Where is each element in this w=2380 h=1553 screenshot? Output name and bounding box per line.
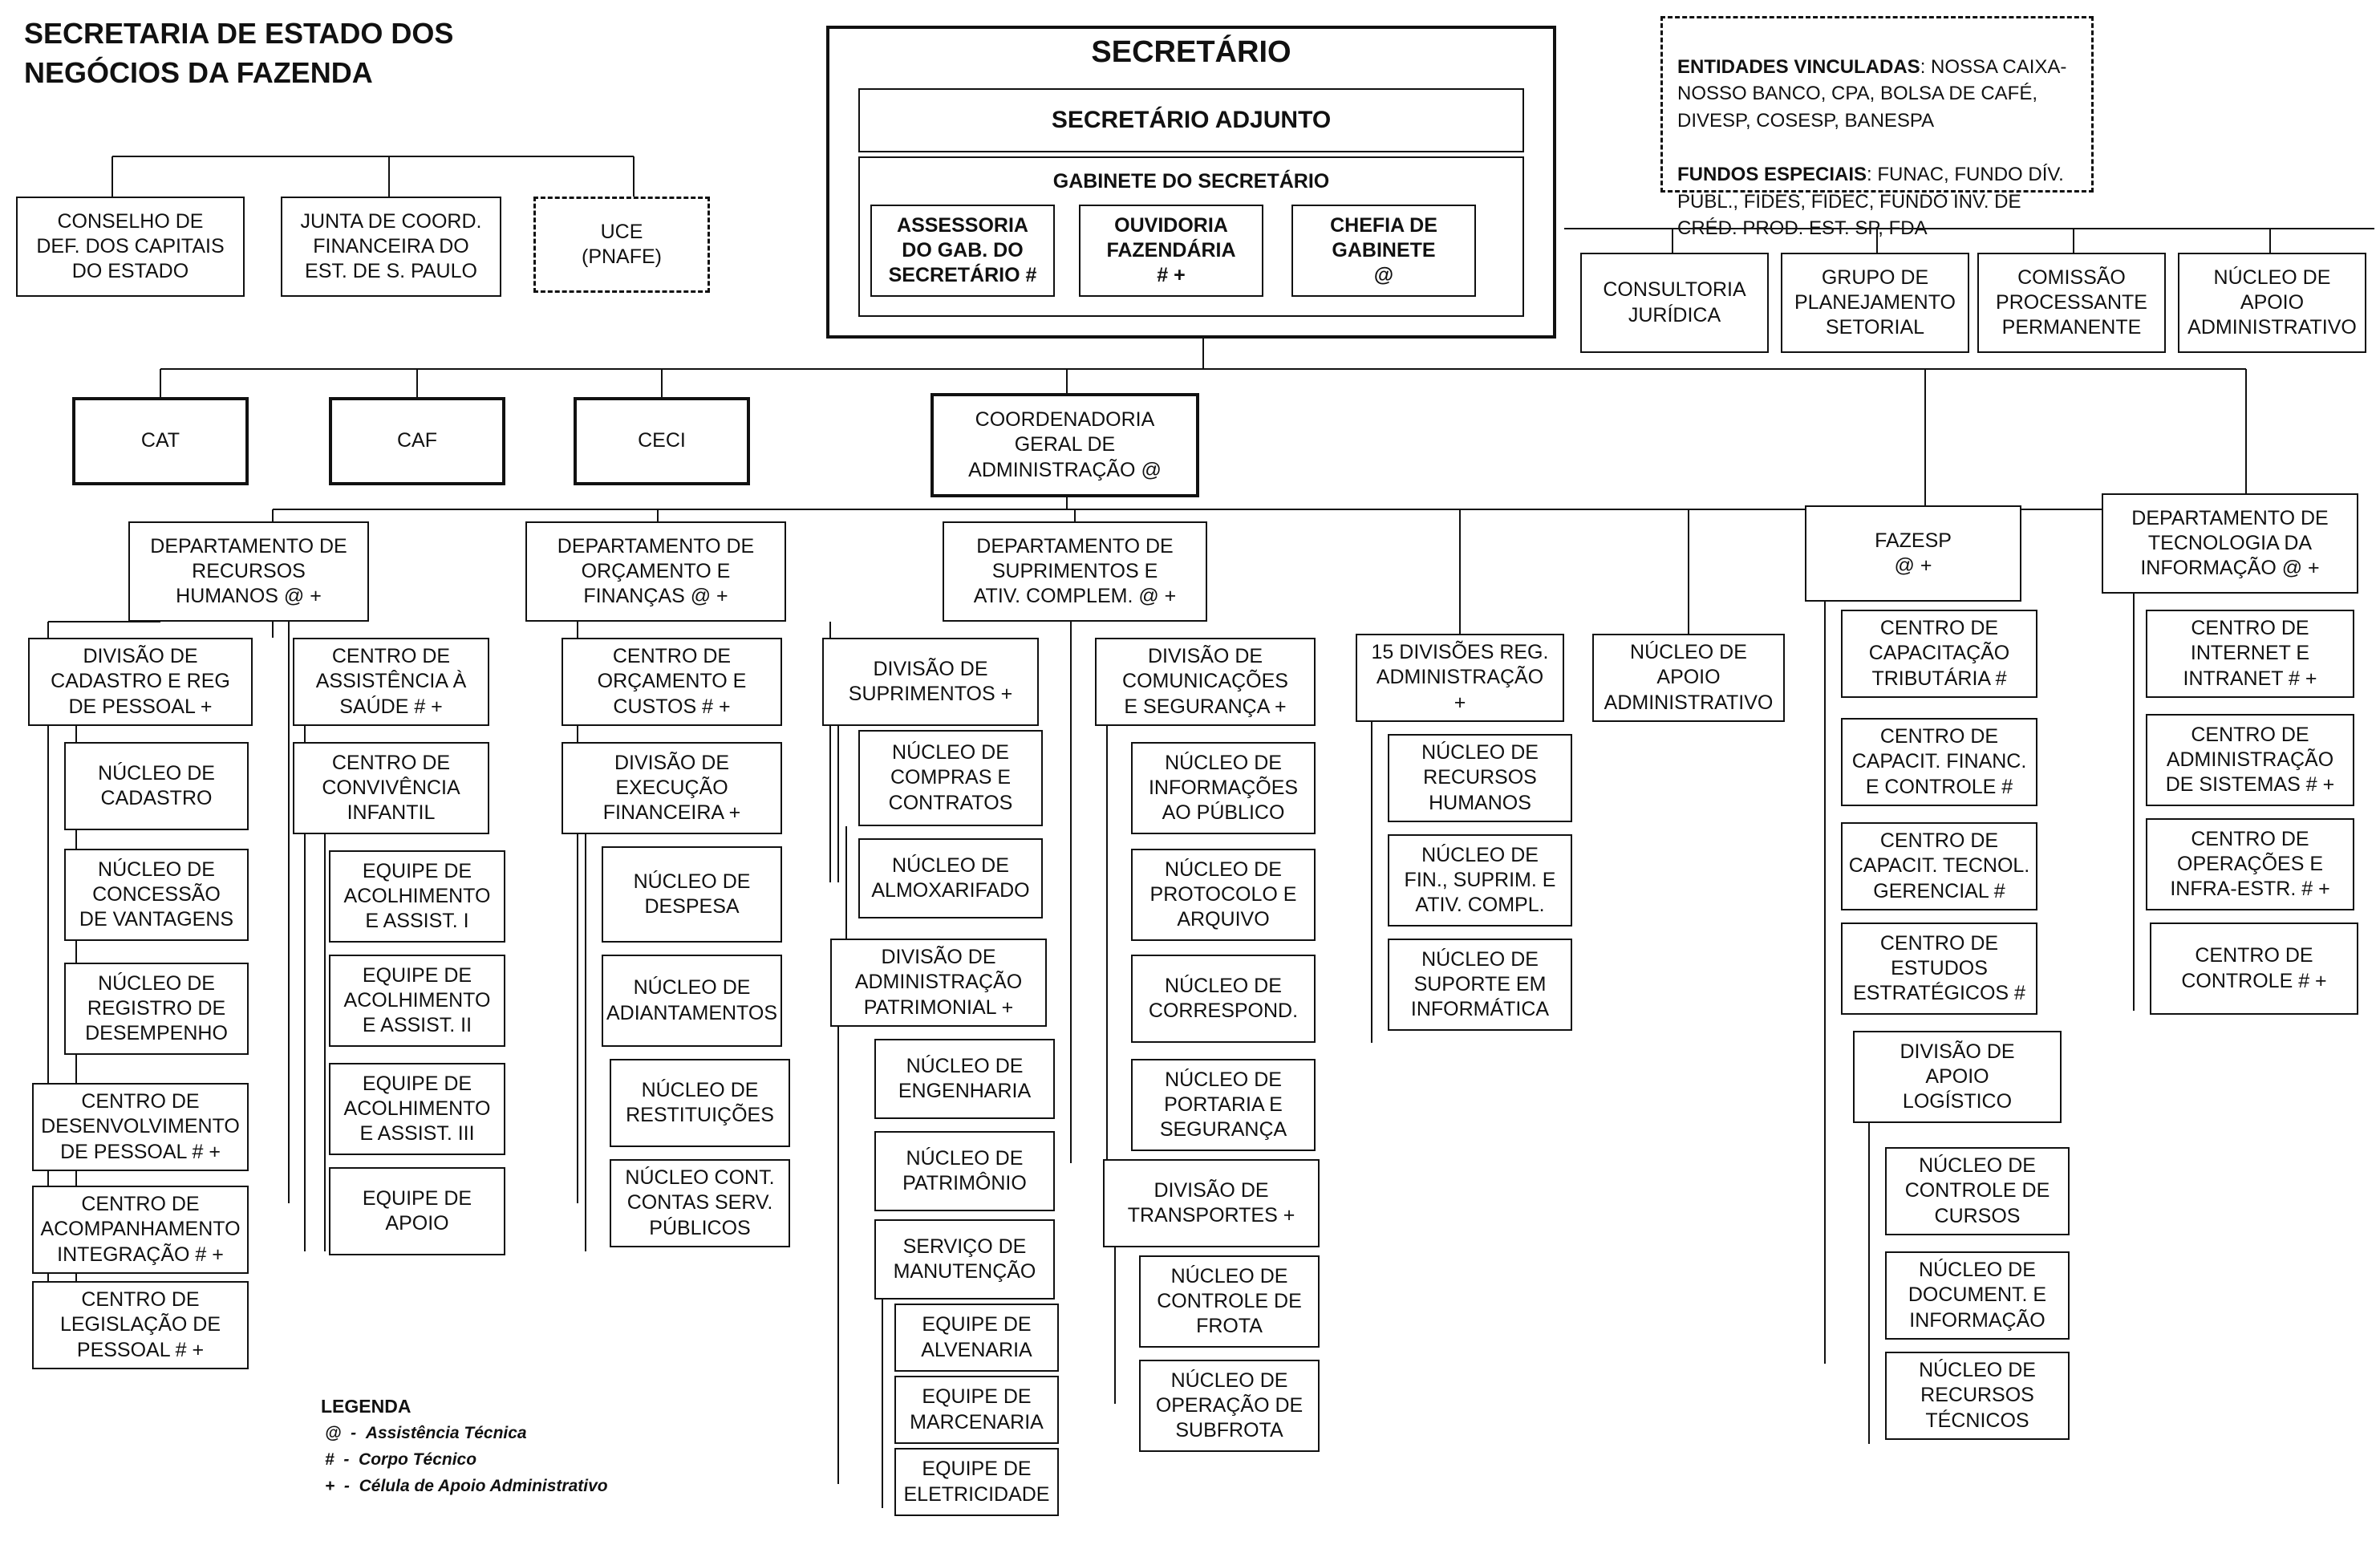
legend-item-assistencia: @ - Assistência Técnica [325,1424,527,1442]
node-centro-internet: CENTRO DE INTERNET E INTRANET # + [2146,610,2354,698]
node-centro-conviv: CENTRO DE CONVIVÊNCIA INFANTIL [293,742,489,834]
node-grupo: GRUPO DE PLANEJAMENTO SETORIAL [1781,253,1969,353]
node-centro-cap-fin: CENTRO DE CAPACIT. FINANC. E CONTROLE # [1841,718,2037,806]
legend-symbol: @ [325,1424,342,1442]
node-nuc-ctrl-cursos: NÚCLEO DE CONTROLE DE CURSOS [1885,1147,2070,1235]
node-nuc-concessao: NÚCLEO DE CONCESSÃO DE VANTAGENS [64,849,249,941]
node-nuc-compras: NÚCLEO DE COMPRAS E CONTRATOS [858,730,1043,826]
node-nuc-despesa: NÚCLEO DE DESPESA [602,846,782,943]
node-caf: CAF [329,397,505,485]
entidades-text: : NOSSA CAIXA-NOSSO BANCO, CPA, BOLSA DE… [1677,55,2067,132]
node-nuc-fin: NÚCLEO DE FIN., SUPRIM. E ATIV. COMPL. [1388,834,1572,927]
node-centro-desenv: CENTRO DE DESENVOLVIMENTO DE PESSOAL # + [32,1083,249,1171]
node-centro-cap-tec: CENTRO DE CAPACIT. TECNOL. GERENCIAL # [1841,822,2037,910]
node-nuc-restit: NÚCLEO DE RESTITUIÇÕES [610,1059,790,1147]
page-title: SECRETARIA DE ESTADO DOS NEGÓCIOS DA FAZ… [24,17,454,89]
legend-item-corpo-tecnico: # - Corpo Técnico [325,1450,477,1469]
node-drh: DEPARTAMENTO DE RECURSOS HUMANOS @ + [128,521,369,622]
node-div-reg: 15 DIVISÕES REG. ADMINISTRAÇÃO + [1356,634,1564,722]
node-ceci: CECI [574,397,750,485]
node-eq-eletr: EQUIPE DE ELETRICIDADE [894,1448,1059,1516]
node-junta: JUNTA DE COORD. FINANCEIRA DO EST. DE S.… [281,197,501,297]
node-dti: DEPARTAMENTO DE TECNOLOGIA DA INFORMAÇÃO… [2102,493,2358,594]
node-nuc-inform: NÚCLEO DE INFORMAÇÕES AO PÚBLICO [1131,742,1316,834]
node-centro-orc: CENTRO DE ORÇAMENTO E CUSTOS # + [562,638,782,726]
legend-text: Célula de Apoio Administrativo [359,1477,608,1495]
node-nuc-contas: NÚCLEO CONT. CONTAS SERV. PÚBLICOS [610,1159,790,1247]
node-assessoria: ASSESSORIA DO GAB. DO SECRETÁRIO # [870,205,1055,297]
node-nuc-eng: NÚCLEO DE ENGENHARIA [874,1039,1055,1119]
node-adjunto: SECRETÁRIO ADJUNTO [858,88,1524,152]
legend-symbol: # [325,1450,334,1469]
node-chefia: CHEFIA DE GABINETE @ [1291,205,1476,297]
legend-text: Corpo Técnico [359,1450,477,1469]
node-nuc-rh: NÚCLEO DE RECURSOS HUMANOS [1388,734,1572,822]
node-conselho: CONSELHO DE DEF. DOS CAPITAIS DO ESTADO [16,197,245,297]
node-nuc-subfrota: NÚCLEO DE OPERAÇÃO DE SUBFROTA [1139,1360,1320,1452]
node-centro-controle: CENTRO DE CONTROLE # + [2150,922,2358,1015]
node-consultoria: CONSULTORIA JURÍDICA [1580,253,1769,353]
fundos-label: FUNDOS ESPECIAIS [1677,163,1867,185]
node-nuc-corresp: NÚCLEO DE CORRESPOND. [1131,955,1316,1043]
node-div-supr: DIVISÃO DE SUPRIMENTOS + [822,638,1039,726]
node-ouvidoria: OUVIDORIA FAZENDÁRIA # + [1079,205,1263,297]
node-eq-apoio: EQUIPE DE APOIO [329,1167,505,1255]
node-fazesp: FAZESP @ + [1805,505,2021,602]
node-nuc-registro: NÚCLEO DE REGISTRO DE DESEMPENHO [64,963,249,1055]
legend-item-celula-apoio: + - Célula de Apoio Administrativo [325,1477,608,1495]
node-comissao: COMISSÃO PROCESSANTE PERMANENTE [1977,253,2166,353]
node-centro-acomp: CENTRO DE ACOMPANHAMENTO INTEGRAÇÃO # + [32,1186,249,1274]
node-div-cadastro: DIVISÃO DE CADASTRO E REG DE PESSOAL + [28,638,253,726]
node-nucleo-apoio-adm-top: NÚCLEO DE APOIO ADMINISTRATIVO [2178,253,2366,353]
node-nuc-cadastro: NÚCLEO DE CADASTRO [64,742,249,830]
node-dsac: DEPARTAMENTO DE SUPRIMENTOS E ATIV. COMP… [943,521,1207,622]
node-eq-acolh3: EQUIPE DE ACOLHIMENTO E ASSIST. III [329,1063,505,1155]
legend-symbol: + [325,1477,335,1495]
node-eq-alven: EQUIPE DE ALVENARIA [894,1304,1059,1372]
node-div-exec: DIVISÃO DE EXECUÇÃO FINANCEIRA + [562,742,782,834]
node-div-transp: DIVISÃO DE TRANSPORTES + [1103,1159,1320,1247]
node-centro-oper: CENTRO DE OPERAÇÕES E INFRA-ESTR. # + [2146,818,2354,910]
node-div-adm-patr: DIVISÃO DE ADMINISTRAÇÃO PATRIMONIAL + [830,939,1047,1027]
legend-title: LEGENDA [321,1396,412,1417]
node-nuc-apoio-adm-mid: NÚCLEO DE APOIO ADMINISTRATIVO [1592,634,1785,722]
node-nuc-adiant: NÚCLEO DE ADIANTAMENTOS [602,955,782,1047]
entidades-vinculadas-box: ENTIDADES VINCULADAS: NOSSA CAIXA-NOSSO … [1660,16,2094,239]
node-cga: COORDENADORIA GERAL DE ADMINISTRAÇÃO @ [931,393,1199,497]
node-div-apoio-log: DIVISÃO DE APOIO LOGÍSTICO [1853,1031,2062,1123]
entidades-label: ENTIDADES VINCULADAS [1677,55,1920,78]
node-eq-marcen: EQUIPE DE MARCENARIA [894,1376,1059,1444]
node-centro-cap-trib: CENTRO DE CAPACITAÇÃO TRIBUTÁRIA # [1841,610,2037,698]
node-nuc-rec-tec: NÚCLEO DE RECURSOS TÉCNICOS [1885,1352,2070,1440]
node-nuc-suporte: NÚCLEO DE SUPORTE EM INFORMÁTICA [1388,939,1572,1031]
node-nuc-frota: NÚCLEO DE CONTROLE DE FROTA [1139,1255,1320,1348]
node-centro-estudos: CENTRO DE ESTUDOS ESTRATÉGICOS # [1841,922,2037,1015]
legend-text: Assistência Técnica [365,1424,527,1442]
node-eq-acolh1: EQUIPE DE ACOLHIMENTO E ASSIST. I [329,850,505,943]
node-serv-manut: SERVIÇO DE MANUTENÇÃO [874,1219,1055,1300]
node-nuc-almox: NÚCLEO DE ALMOXARIFADO [858,838,1043,918]
node-cat: CAT [72,397,249,485]
node-nuc-patr: NÚCLEO DE PATRIMÔNIO [874,1131,1055,1211]
node-centro-assist: CENTRO DE ASSISTÊNCIA À SAÚDE # + [293,638,489,726]
node-nuc-protoc: NÚCLEO DE PROTOCOLO E ARQUIVO [1131,849,1316,941]
node-nuc-doc: NÚCLEO DE DOCUMENT. E INFORMAÇÃO [1885,1251,2070,1340]
fundos-text: : FUNAC, FUNDO DÍV. PUBL., FIDES, FIDEC,… [1677,163,2064,240]
node-nuc-portaria: NÚCLEO DE PORTARIA E SEGURANÇA [1131,1059,1316,1151]
node-centro-legis: CENTRO DE LEGISLAÇÃO DE PESSOAL # + [32,1281,249,1369]
node-dof: DEPARTAMENTO DE ORÇAMENTO E FINANÇAS @ + [525,521,786,622]
node-uce: UCE (PNAFE) [533,197,710,293]
node-div-comun: DIVISÃO DE COMUNICAÇÕES E SEGURANÇA + [1095,638,1316,726]
node-centro-adm-sist: CENTRO DE ADMINISTRAÇÃO DE SISTEMAS # + [2146,714,2354,806]
node-eq-acolh2: EQUIPE DE ACOLHIMENTO E ASSIST. II [329,955,505,1047]
